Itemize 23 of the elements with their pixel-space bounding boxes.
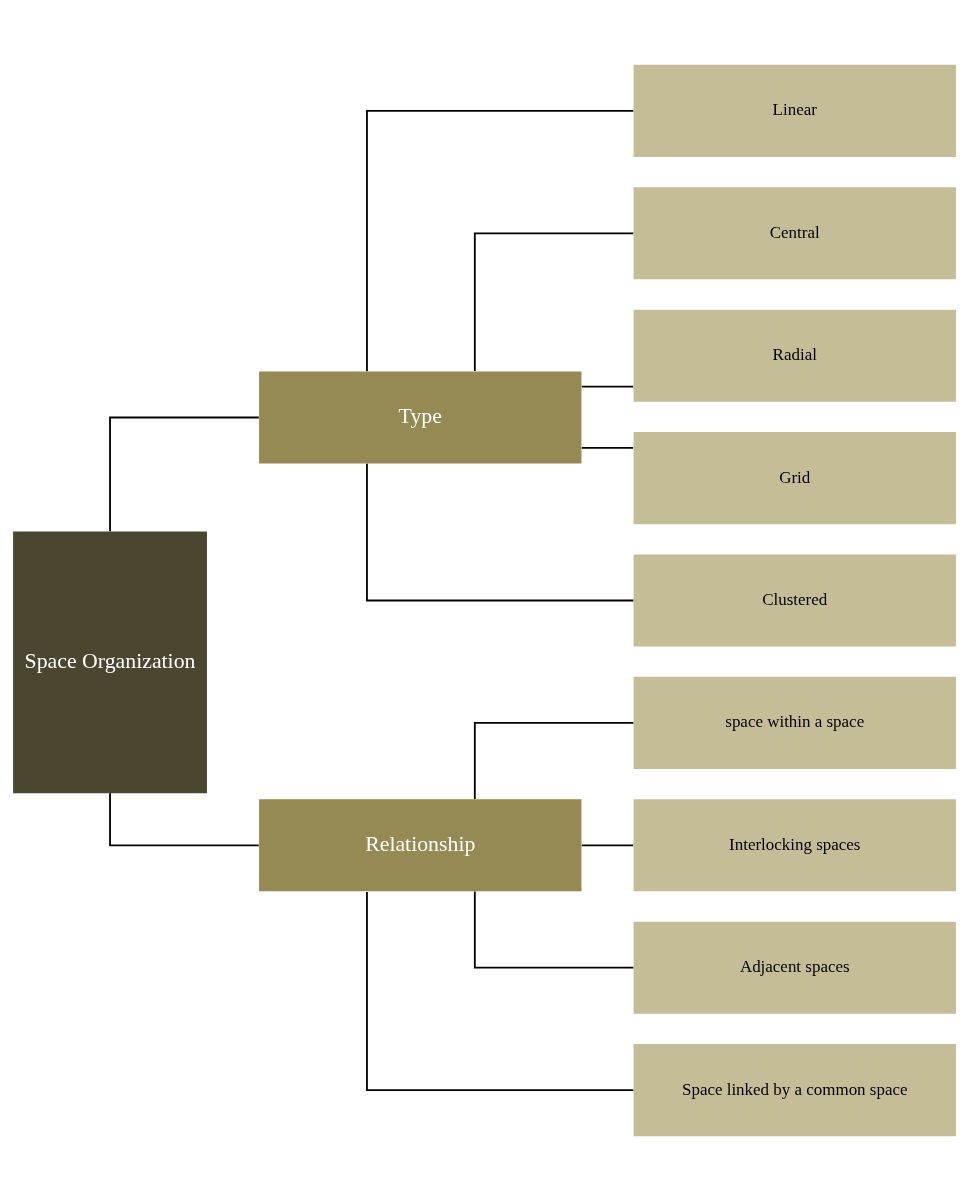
node-box: Adjacent spaces bbox=[633, 921, 956, 1014]
node-box: Relationship bbox=[259, 798, 582, 891]
connector bbox=[109, 791, 260, 846]
node-box: Interlocking spaces bbox=[633, 798, 956, 891]
connector bbox=[366, 462, 635, 601]
node-box: Linear bbox=[633, 64, 956, 157]
node-box: Space linked by a common space bbox=[633, 1043, 956, 1136]
node-box: Central bbox=[633, 186, 956, 279]
node-box: space within a space bbox=[633, 676, 956, 769]
connector bbox=[580, 446, 635, 449]
node-box: Radial bbox=[633, 309, 956, 402]
connector bbox=[473, 721, 635, 800]
node-box: Grid bbox=[633, 431, 956, 524]
connector bbox=[580, 385, 635, 387]
connector bbox=[473, 231, 635, 372]
connector bbox=[109, 416, 260, 532]
node-box: Clustered bbox=[633, 553, 956, 647]
connector bbox=[366, 109, 635, 372]
connector bbox=[473, 890, 635, 969]
node-box: Space Organization bbox=[13, 530, 207, 793]
connector bbox=[580, 843, 635, 846]
connector bbox=[366, 890, 635, 1091]
node-box: Type bbox=[259, 370, 582, 464]
